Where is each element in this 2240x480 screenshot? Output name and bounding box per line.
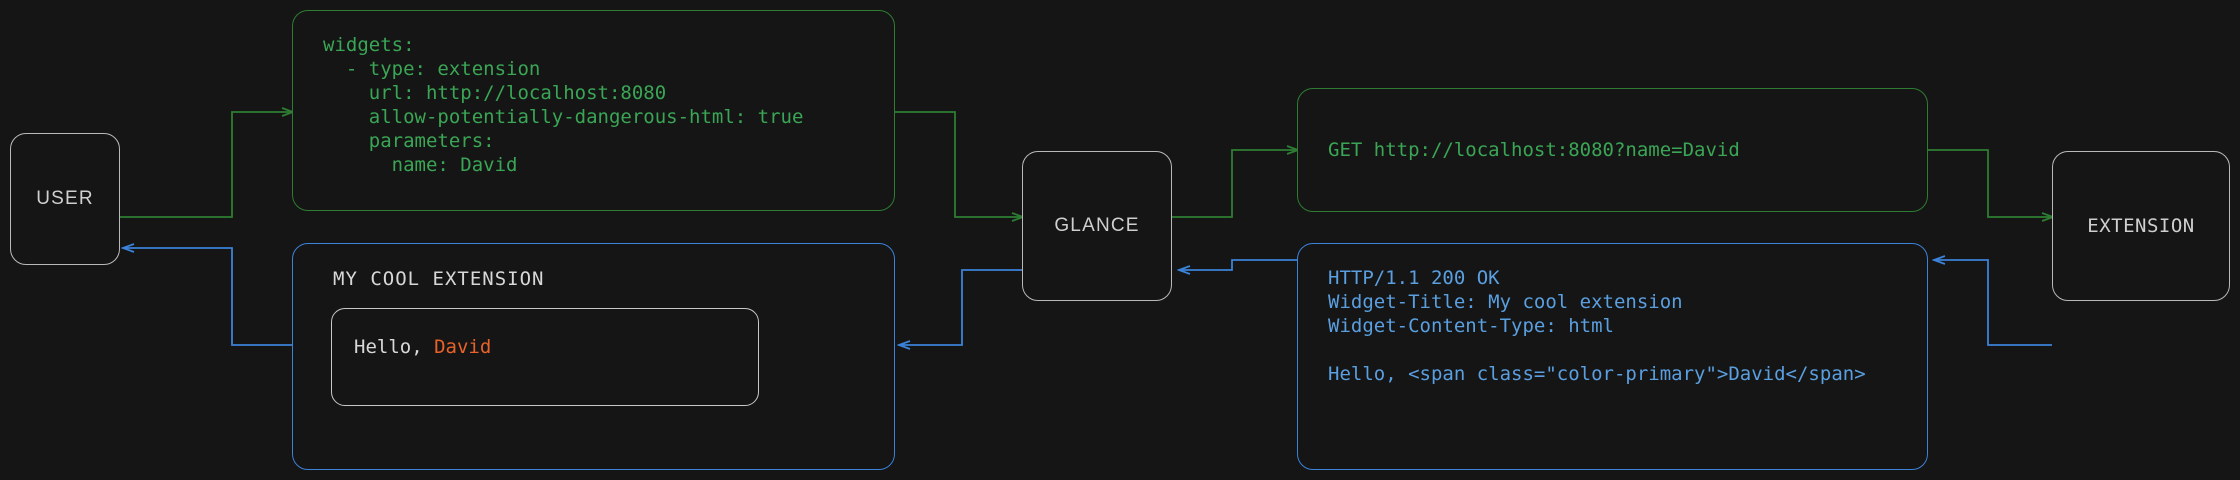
widget-preview-box: MY COOL EXTENSION Hello, David [292, 243, 895, 470]
actor-extension-label: EXTENSION [2087, 215, 2195, 237]
config-line: parameters: [323, 130, 495, 152]
actor-glance-label: GLANCE [1054, 215, 1140, 236]
wire-glance-to-widget [900, 269, 1022, 345]
wire-glance-to-request [1172, 150, 1297, 218]
widget-content-frame: Hello, David [331, 308, 759, 406]
wire-response-to-glance [1180, 259, 1297, 270]
widget-greeting-name: David [434, 336, 492, 358]
actor-user[interactable]: USER [10, 133, 120, 265]
http-request-line: GET http://localhost:8080?name=David [1328, 139, 1740, 161]
config-line: name: David [323, 154, 518, 176]
actor-user-label: USER [36, 188, 94, 209]
config-line: url: http://localhost:8080 [323, 82, 667, 104]
wire-config-to-glance [895, 111, 1022, 217]
http-response-line: Widget-Content-Type: html [1328, 315, 1614, 337]
http-request-box: GET http://localhost:8080?name=David [1297, 88, 1928, 212]
wire-request-to-extension [1928, 149, 2052, 217]
widget-greeting-prefix: Hello, [354, 336, 435, 358]
wire-extension-to-response [1935, 260, 2052, 346]
actor-glance[interactable]: GLANCE [1022, 151, 1172, 301]
http-response-line: Hello, <span class="color-primary">David… [1328, 363, 1866, 385]
wire-widget-to-user [124, 248, 292, 346]
config-line: widgets: [323, 34, 415, 56]
wire-user-to-config [120, 112, 292, 218]
config-line: - type: extension [323, 58, 541, 80]
http-response-line: HTTP/1.1 200 OK [1328, 267, 1500, 289]
config-line: allow-potentially-dangerous-html: true [323, 106, 804, 128]
http-response-line: Widget-Title: My cool extension [1328, 291, 1683, 313]
http-response-box: HTTP/1.1 200 OK Widget-Title: My cool ex… [1297, 243, 1928, 470]
http-response-line [1328, 338, 1897, 362]
actor-extension[interactable]: EXTENSION [2052, 151, 2230, 301]
widget-title: MY COOL EXTENSION [333, 268, 545, 290]
config-yaml-box: widgets: - type: extension url: http://l… [292, 10, 895, 211]
